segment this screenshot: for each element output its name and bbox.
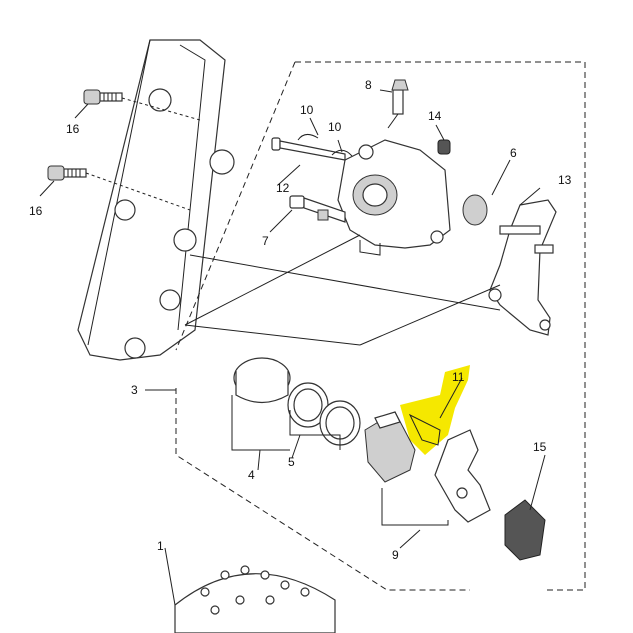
pad-spring-11-highlight [400,365,470,455]
label-part-13: 13 [558,173,572,187]
clip-10-a [297,134,319,141]
label-part-9: 9 [392,548,399,562]
label-part-8: 8 [365,78,372,92]
label-part-6: 6 [510,146,517,160]
clip-10-b [331,149,353,157]
seal-5-b [319,400,361,446]
label-part-11: 11 [452,370,465,384]
label-part-16-b: 16 [29,204,43,218]
pad-insulator-15 [504,499,546,561]
pad-pin-12 [271,137,346,161]
bolt-16-lower [47,165,87,181]
fork-leg [77,39,235,361]
rubber-boot-6 [462,194,488,226]
bleed-screw [387,79,409,129]
piston-4 [233,357,291,404]
label-part-4: 4 [248,468,255,482]
label-part-16-a: 16 [66,122,80,136]
bleed-cap [437,139,451,155]
brake-pad-shim-9 [434,429,491,523]
brake-disc-1 [174,565,336,633]
assembly-boundary [175,61,586,591]
label-part-14: 14 [428,109,442,123]
bolt-16-upper [83,89,123,105]
caliper-bracket-13 [488,199,557,336]
label-part-5: 5 [288,455,295,469]
caliper-body [337,139,451,256]
label-part-1: 1 [157,539,164,553]
label-part-10-a: 10 [300,103,314,117]
brake-pad-9 [364,411,416,483]
label-part-10-b: 10 [328,120,342,134]
label-part-7: 7 [262,234,269,248]
seal-5-a [287,382,329,428]
label-part-3: 3 [131,383,138,397]
label-part-15: 15 [533,440,547,454]
slide-pin-7 [289,195,346,223]
label-part-12: 12 [276,181,290,195]
